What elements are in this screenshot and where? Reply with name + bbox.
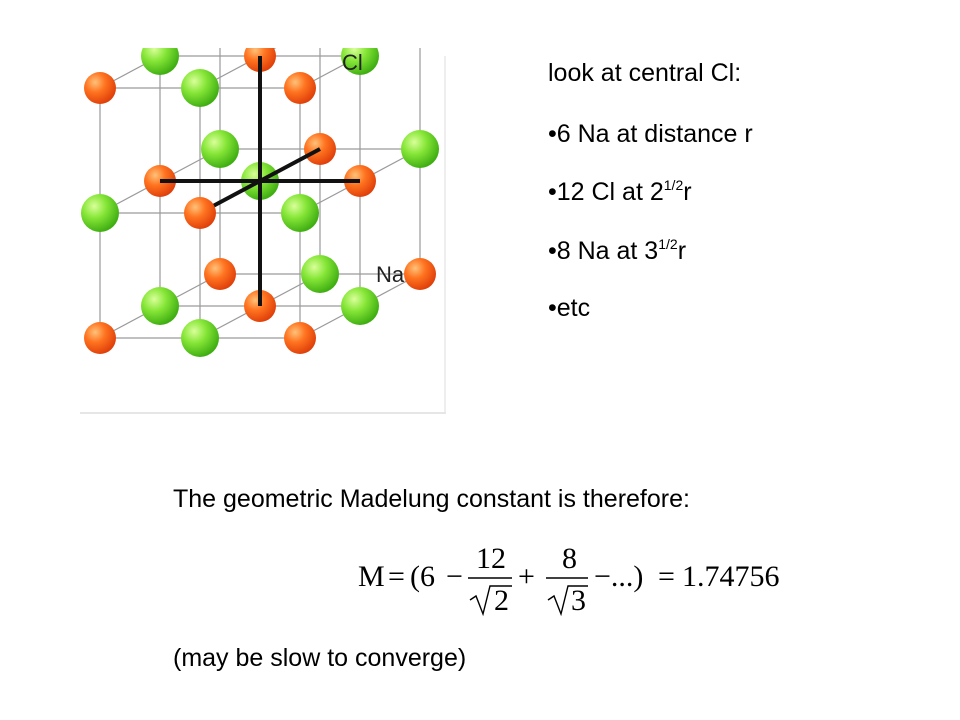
sqrt-symbol: [547, 585, 588, 617]
formula-tail: −...): [594, 560, 643, 593]
diagram-edge: [444, 56, 446, 414]
madelung-formula: M = (6 − 12 2 + 8 3 −...) = 1.74756: [340, 530, 800, 620]
formula-equals: =: [388, 560, 405, 593]
fraction-denominator-3: 3: [571, 584, 586, 617]
list-intro: look at central Cl:: [548, 59, 742, 87]
cl-atom: [141, 48, 179, 75]
list-item-12-cl: •12 Cl at 21/2r: [548, 177, 692, 210]
cl-atom: [341, 287, 379, 325]
superscript: 1/2: [658, 236, 678, 252]
cl-atom: [141, 287, 179, 325]
na-atom: [84, 72, 116, 104]
central-bond-lines: [160, 56, 360, 306]
formula-equals: =: [658, 560, 675, 593]
formula-minus: −: [446, 560, 463, 593]
na-atom: [84, 322, 116, 354]
cl-atom: [301, 255, 339, 293]
fraction-numerator-12: 12: [476, 542, 506, 575]
list-item-etc: •etc: [548, 294, 591, 322]
cl-label: Cl: [342, 50, 363, 75]
formula-value: 1.74756: [682, 560, 780, 593]
na-atom: [404, 258, 436, 290]
fraction-numerator-8: 8: [562, 542, 577, 575]
formula-svg: M = (6 − 12 2 + 8 3 −...) = 1.74756: [358, 542, 780, 617]
superscript: 1/2: [663, 177, 684, 193]
list-item-text: r: [683, 178, 692, 206]
cl-atom: [181, 69, 219, 107]
cl-atom: [341, 48, 379, 75]
formula-plus: +: [518, 560, 535, 593]
nacl-crystal-diagram: Cl Na: [80, 48, 446, 414]
na-atom: [284, 322, 316, 354]
lattice-svg: Cl Na: [81, 48, 439, 357]
cl-atom: [81, 194, 119, 232]
atom-spheres: [81, 48, 439, 357]
convergence-note: (may be slow to converge): [173, 644, 467, 672]
list-item-text: r: [677, 237, 687, 265]
na-atom: [184, 197, 216, 229]
sqrt-symbol: [469, 585, 512, 617]
list-item-text: •8 Na at 3: [548, 237, 659, 265]
formula-lhs: M: [358, 560, 385, 593]
list-item-8-na: •8 Na at 31/2r: [548, 236, 686, 269]
list-item-6-na: •6 Na at distance r: [548, 120, 753, 148]
cl-atom: [201, 130, 239, 168]
na-atom: [284, 72, 316, 104]
formula-open: (6: [410, 560, 435, 593]
madelung-sentence: The geometric Madelung constant is there…: [173, 485, 690, 513]
diagram-edge: [80, 412, 446, 414]
central-bond-line: [259, 147, 321, 183]
cl-atom: [281, 194, 319, 232]
na-label: Na: [376, 262, 405, 287]
list-item-text: •12 Cl at 2: [548, 178, 664, 206]
cl-atom: [401, 130, 439, 168]
fraction-denominator-2: 2: [494, 584, 509, 617]
cl-atom: [181, 319, 219, 357]
na-atom: [204, 258, 236, 290]
